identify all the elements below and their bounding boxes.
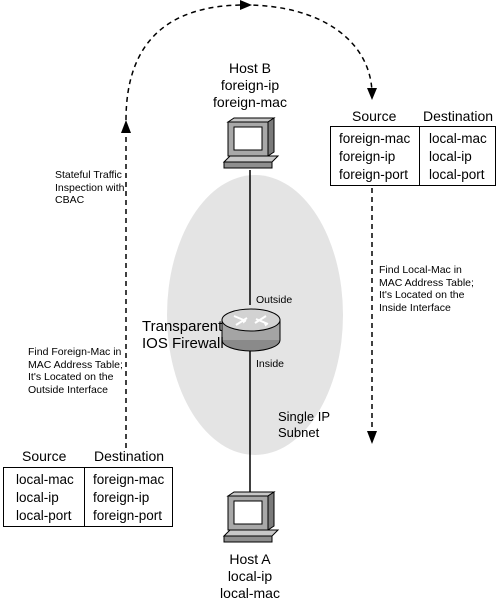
- host-a-ip: local-ip: [227, 568, 273, 584]
- host-a-computer-icon: [222, 491, 280, 543]
- arrowhead-up: [121, 120, 131, 133]
- inside-interface-label: Inside: [256, 358, 285, 370]
- firewall-label: Transparent IOS Firewall: [142, 318, 224, 352]
- cbac-note-line: Inspection with: [55, 181, 125, 194]
- top-address-table: foreign-mac foreign-ip foreign-port loca…: [330, 126, 496, 186]
- bottom-table-source-cell: local-ip: [16, 490, 59, 505]
- cbac-note-line: Stateful Traffic: [55, 169, 122, 181]
- find-foreign-note-line: MAC Address Table;: [28, 358, 123, 371]
- find-local-note-line: It's Located on the: [379, 289, 465, 301]
- bottom-table-source-column: local-mac local-ip local-port: [16, 471, 74, 526]
- find-local-note-line: Inside Interface: [379, 301, 451, 314]
- bottom-table-source-cell: local-mac: [16, 472, 74, 487]
- bottom-table-divider: [84, 468, 85, 526]
- firewall-label-line1: Transparent: [142, 318, 223, 335]
- host-a-label: Host A local-ip local-mac: [190, 551, 310, 602]
- bottom-table-destination-cell: foreign-ip: [93, 490, 150, 505]
- cbac-note: Stateful Traffic Inspection with CBAC: [55, 169, 124, 207]
- top-table-destination-header: Destination: [423, 108, 494, 124]
- router-firewall-icon: [221, 308, 281, 352]
- bottom-table-source-header: Source: [22, 448, 67, 464]
- top-table-destination-cell: local-mac: [429, 131, 487, 146]
- find-foreign-note-line: It's Located on the: [28, 371, 114, 383]
- bottom-table-destination-cell: foreign-port: [93, 508, 163, 523]
- find-foreign-mac-note: Find Foreign-Mac in MAC Address Table; I…: [28, 346, 123, 396]
- bottom-table-destination-column: foreign-mac foreign-ip foreign-port: [93, 471, 164, 526]
- find-local-mac-note: Find Local-Mac in MAC Address Table; It'…: [379, 264, 474, 314]
- host-a-name: Host A: [229, 551, 271, 567]
- top-table-destination-cell: local-port: [429, 167, 485, 182]
- subnet-label: Single IP Subnet: [278, 409, 330, 441]
- arrowhead-down: [367, 431, 377, 444]
- bottom-address-table: local-mac local-ip local-port foreign-ma…: [3, 467, 173, 527]
- top-table-source-header: Source: [352, 108, 397, 124]
- cbac-note-line: CBAC: [55, 194, 85, 206]
- arrowhead-top: [240, 0, 252, 10]
- find-foreign-note-line: Find Foreign-Mac in: [28, 346, 122, 358]
- find-local-note-line: MAC Address Table;: [379, 276, 474, 289]
- host-b-name: Host B: [228, 60, 271, 76]
- subnet-label-line2: Subnet: [278, 425, 320, 440]
- top-table-source-cell: foreign-port: [339, 167, 409, 182]
- top-table-divider: [419, 127, 420, 185]
- outside-interface-label: Outside: [256, 294, 293, 306]
- host-a-mac: local-mac: [220, 585, 280, 601]
- top-table-destination-cell: local-ip: [429, 149, 472, 164]
- top-table-destination-column: local-mac local-ip local-port: [429, 130, 487, 185]
- bottom-table-source-cell: local-port: [16, 508, 72, 523]
- top-table-source-cell: foreign-ip: [339, 149, 396, 164]
- top-table-source-column: foreign-mac foreign-ip foreign-port: [339, 130, 410, 185]
- top-table-source-cell: foreign-mac: [339, 131, 411, 146]
- host-b-computer-icon: [222, 117, 280, 169]
- subnet-label-line1: Single IP: [278, 409, 331, 424]
- bottom-table-destination-header: Destination: [94, 448, 165, 464]
- host-b-label: Host B foreign-ip foreign-mac: [190, 60, 310, 111]
- bottom-table-destination-cell: foreign-mac: [93, 472, 165, 487]
- host-b-mac: foreign-mac: [213, 94, 287, 110]
- arrowhead-into-table: [367, 88, 377, 100]
- find-local-note-line: Find Local-Mac in: [379, 264, 462, 276]
- find-foreign-note-line: Outside Interface: [28, 383, 108, 396]
- host-b-ip: foreign-ip: [220, 77, 280, 93]
- firewall-label-line2: IOS Firewall: [142, 335, 224, 352]
